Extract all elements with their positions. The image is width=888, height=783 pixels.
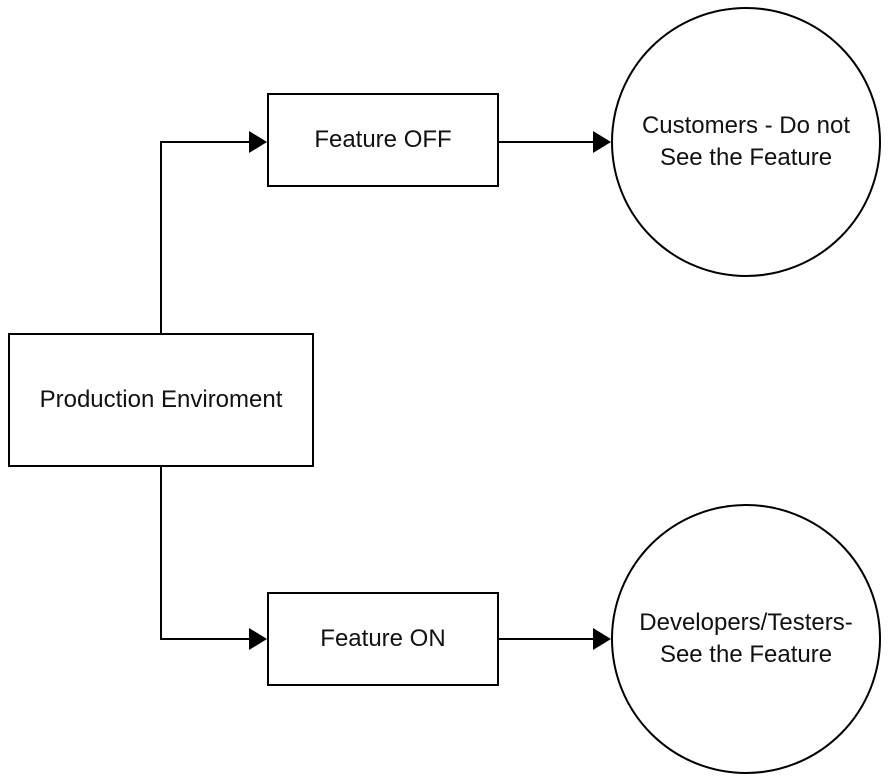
developers-testers-label: Developers/Testers- See the Feature <box>626 607 866 671</box>
customers-label-line-1: Customers - Do not <box>641 112 851 139</box>
customers-label-line-2: See the Feature <box>659 144 833 171</box>
developers-testers-label-line-2: See the Feature <box>659 641 833 668</box>
arrowhead-developers <box>593 628 611 650</box>
feature-off-node: Feature OFF <box>267 93 499 187</box>
connector-to-customers <box>499 131 611 153</box>
developers-testers-node: Developers/Testers- See the Feature <box>611 504 881 774</box>
customers-label: Customers - Do not See the Feature <box>626 110 866 174</box>
feature-on-node: Feature ON <box>267 592 499 686</box>
connector-to-feature-off <box>160 131 267 333</box>
arrowhead-feature-on <box>249 628 267 650</box>
developers-testers-label-line-1: Developers/Testers- <box>639 609 853 636</box>
feature-on-label: Feature ON <box>320 625 446 652</box>
connector-to-feature-on <box>160 467 267 650</box>
production-environment-label: Production Enviroment <box>39 386 283 413</box>
customers-node: Customers - Do not See the Feature <box>611 7 881 277</box>
feature-off-label: Feature OFF <box>314 126 452 153</box>
arrowhead-feature-off <box>249 131 267 153</box>
arrowhead-customers <box>593 131 611 153</box>
production-environment-node: Production Enviroment <box>8 333 314 467</box>
connector-to-developers <box>499 628 611 650</box>
